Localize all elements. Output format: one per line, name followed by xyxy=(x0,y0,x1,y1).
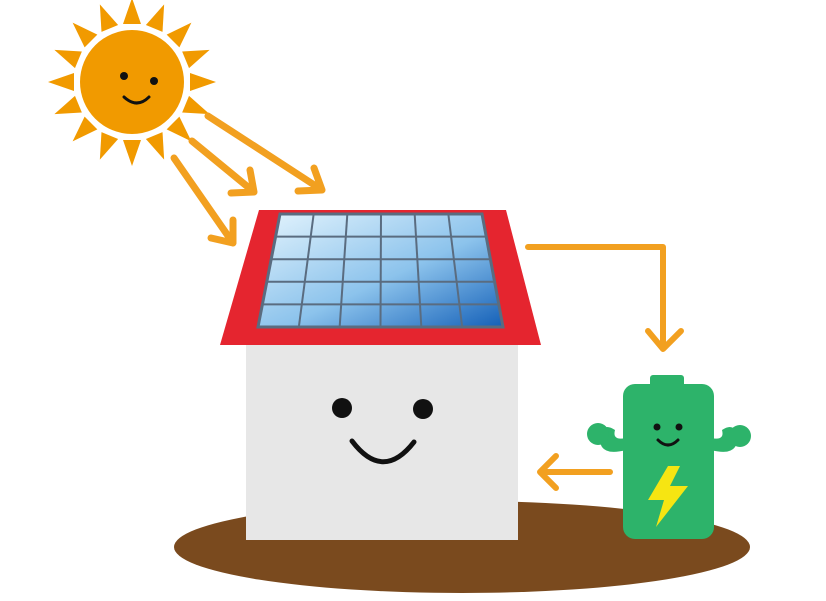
house-right-eye xyxy=(413,399,433,419)
house-wall xyxy=(246,343,518,540)
sun-ray xyxy=(145,4,165,32)
sun-ray xyxy=(123,140,141,166)
house-smile xyxy=(349,438,417,465)
panel-grid-line xyxy=(297,213,315,328)
arrow-icon xyxy=(525,244,684,352)
sun-ray xyxy=(166,116,192,142)
sunlight-arrows xyxy=(170,112,326,247)
sun-ray xyxy=(48,73,74,91)
sun-body xyxy=(80,30,184,134)
sun-smile xyxy=(122,95,151,105)
panel-to-battery-arrow xyxy=(525,244,684,352)
arrow-icon xyxy=(537,453,613,491)
sun-ray xyxy=(182,95,210,115)
battery-right-fist xyxy=(729,425,751,447)
arrow-icon xyxy=(204,112,326,195)
battery-icon xyxy=(587,375,751,539)
panel-grid-line xyxy=(413,213,423,328)
sun-ray xyxy=(166,22,192,48)
battery-smile xyxy=(656,438,680,447)
sun-ray xyxy=(54,49,82,69)
sun-ray xyxy=(145,132,165,160)
sun-icon xyxy=(48,0,216,166)
sun-ray xyxy=(190,73,216,91)
panel-grid-line xyxy=(338,213,349,328)
arrow-icon xyxy=(188,137,258,197)
sun-ray xyxy=(99,4,119,32)
arrow-icon xyxy=(170,154,237,247)
house-left-eye xyxy=(332,398,352,418)
sun-ray xyxy=(123,0,141,24)
battery-left-fist xyxy=(587,423,609,445)
sun-left-eye xyxy=(120,72,128,80)
battery-to-house-arrow xyxy=(537,453,613,491)
sun-ray xyxy=(72,22,98,48)
panel-grid-line xyxy=(447,213,464,328)
battery-right-eye xyxy=(675,423,683,431)
solar-panel-icon xyxy=(256,212,505,329)
lightning-bolt-icon xyxy=(648,466,688,527)
panel-grid-line xyxy=(379,213,382,328)
sun-right-eye xyxy=(150,77,158,85)
sun-ray xyxy=(99,132,119,160)
sun-ray xyxy=(54,95,82,115)
sun-ray xyxy=(72,116,98,142)
battery-left-eye xyxy=(653,423,661,431)
sun-ray xyxy=(182,49,210,69)
battery-body xyxy=(623,384,714,539)
